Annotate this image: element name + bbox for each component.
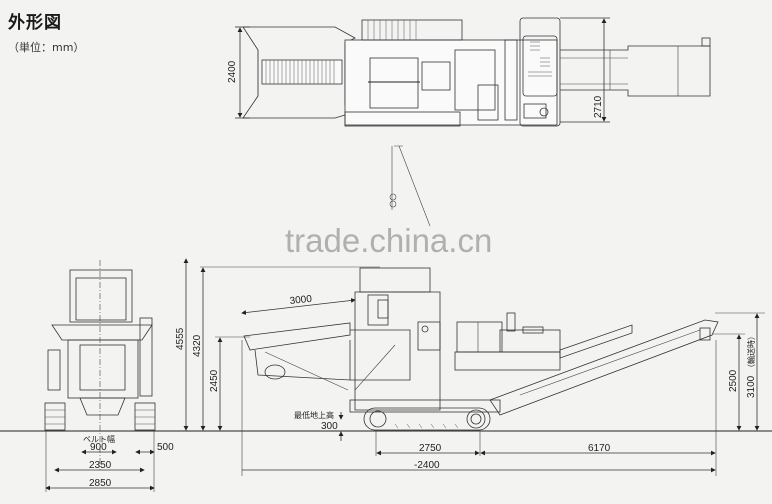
side-view: 4555 4320 2450 3000: [175, 258, 765, 476]
unit-label: （単位：mm）: [8, 41, 85, 54]
belt-width-dim: 900: [90, 442, 107, 453]
drawing-title: 外形図: [8, 13, 62, 33]
height-feeder-dim: 2450: [209, 369, 220, 392]
transport-height-note: （輸送時）: [746, 332, 756, 372]
conveyor-length-dim: 6170: [588, 443, 611, 454]
top-view: 2400 2710: [227, 17, 711, 127]
transport-height-dim: 3100: [746, 375, 757, 398]
top-width-dim: 2400: [227, 60, 238, 83]
overall-width-dim: 2850: [89, 478, 112, 489]
discharge-height-dim: 2500: [728, 369, 739, 392]
watermark: trade.china.cn: [285, 222, 492, 259]
ground-clearance-dim: 300: [321, 421, 338, 432]
ground-clearance-label: 最低地上高: [294, 410, 334, 420]
crane-boom: [389, 145, 431, 227]
feeder-length-dim: 3000: [289, 294, 313, 307]
track-width-dim: 500: [157, 442, 174, 453]
belt-width-label: ベルト幅: [83, 434, 115, 444]
front-view: ベルト幅 900 500 2350 2850: [44, 260, 174, 492]
top-conveyor-width-dim: 2710: [593, 95, 604, 118]
height-total-dim: 4555: [175, 327, 186, 350]
track-gauge-dim: 2350: [89, 460, 112, 471]
height-hopper-dim: 4320: [192, 334, 203, 357]
track-length-dim: 2750: [419, 443, 442, 454]
overall-length-dim: -2400: [414, 460, 440, 471]
